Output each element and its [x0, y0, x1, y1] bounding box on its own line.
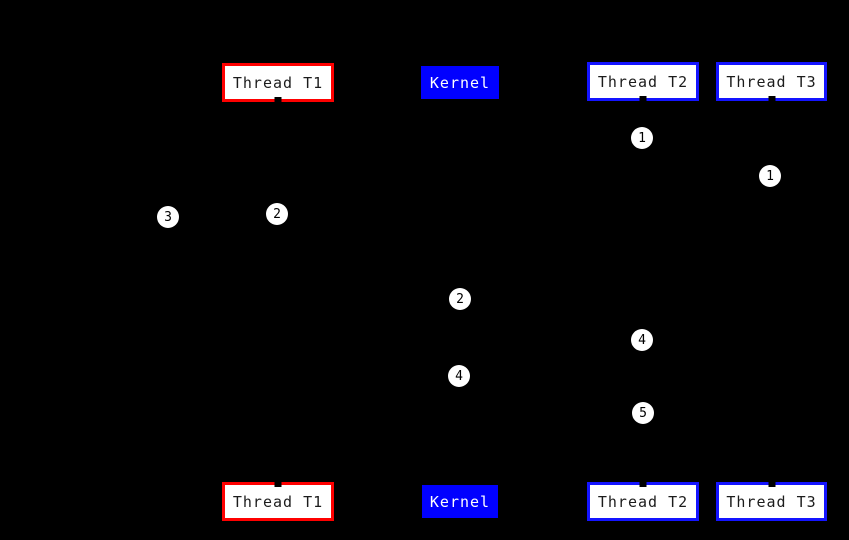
step-marker: 1 [759, 165, 781, 187]
node-thread-t2-bottom: Thread T2 [587, 482, 699, 521]
step-marker: 4 [631, 329, 653, 351]
node-label: Thread T2 [597, 492, 689, 511]
lifeline-stub [274, 97, 282, 102]
step-marker: 2 [266, 203, 288, 225]
node-label: Kernel [429, 492, 491, 511]
step-marker: 3 [157, 206, 179, 228]
node-label: Thread T3 [726, 492, 817, 511]
node-kernel-bottom: Kernel [422, 485, 498, 518]
node-thread-t3-bottom: Thread T3 [716, 482, 827, 521]
step-marker: 2 [449, 288, 471, 310]
node-thread-t3-top: Thread T3 [716, 62, 827, 101]
node-label: Thread T3 [726, 72, 817, 91]
step-marker: 5 [632, 402, 654, 424]
node-label: Thread T2 [597, 72, 689, 91]
node-label: Thread T1 [232, 492, 324, 511]
lifeline-stub [639, 482, 647, 487]
node-thread-t2-top: Thread T2 [587, 62, 699, 101]
lifeline-stub [639, 96, 647, 101]
node-label: Kernel [429, 73, 491, 92]
lifeline-stub [274, 482, 282, 487]
node-kernel-top: Kernel [421, 66, 499, 99]
lifeline-stub [768, 96, 775, 101]
node-thread-t1-top: Thread T1 [222, 63, 334, 102]
node-label: Thread T1 [232, 73, 324, 92]
node-thread-t1-bottom: Thread T1 [222, 482, 334, 521]
lifeline-stub [768, 482, 775, 487]
step-marker: 1 [631, 127, 653, 149]
step-marker: 4 [448, 365, 470, 387]
